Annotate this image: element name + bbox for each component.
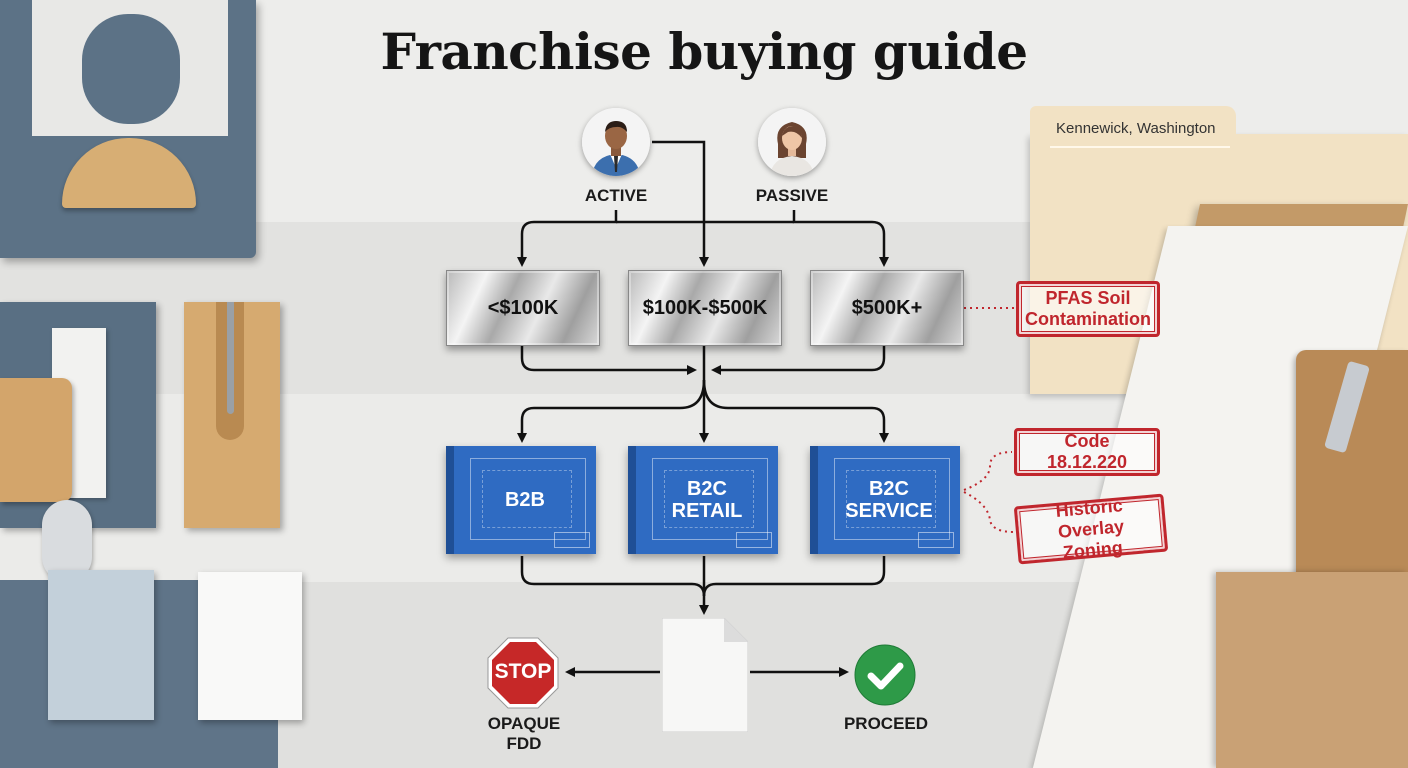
model-b2c-service: B2C SERVICE — [810, 446, 960, 554]
decorative-kraft-envelope — [1216, 572, 1408, 768]
model-b2c-service-label: B2C SERVICE — [845, 478, 933, 522]
model-b2b-label: B2B — [504, 489, 545, 511]
stamp-code: Code 18.12.220 — [1014, 428, 1160, 476]
tier-500k-plus: $500K+ — [810, 270, 964, 346]
decorative-paper-sheet — [198, 572, 302, 720]
man-avatar-icon — [582, 108, 650, 176]
page-title: Franchise buying guide — [380, 22, 1028, 81]
checkmark-icon — [854, 644, 916, 706]
opaque-fdd-label: OPAQUE FDD — [487, 714, 561, 753]
active-investor-avatar — [582, 108, 650, 176]
folder-tab-line — [1050, 146, 1230, 148]
stamp-historic-overlay: Historic Overlay Zoning — [1013, 493, 1169, 565]
woman-avatar-icon — [758, 108, 826, 176]
decorative-head-shape — [82, 14, 180, 124]
stamp-pfas-contamination: PFAS Soil Contamination — [1016, 281, 1160, 337]
folder-tab-label: Kennewick, Washington — [1056, 120, 1216, 137]
decorative-metal-pin — [227, 302, 234, 414]
model-b2c-retail-label: B2C RETAIL — [671, 478, 743, 522]
proceed-label: PROCEED — [843, 714, 929, 733]
passive-label: PASSIVE — [755, 186, 829, 205]
passive-investor-avatar — [758, 108, 826, 176]
tier-100k-500k: $100K-$500K — [628, 270, 782, 346]
active-label: ACTIVE — [584, 186, 648, 205]
decorative-knob — [42, 500, 92, 582]
folder-tab — [1030, 106, 1236, 152]
decorative-wood-block — [0, 378, 72, 502]
decorative-blue-card — [48, 570, 154, 720]
stop-sign-icon: STOP — [486, 636, 560, 710]
tier-under-100k: <$100K — [446, 270, 600, 346]
model-b2b: B2B — [446, 446, 596, 554]
model-b2c-retail: B2C RETAIL — [628, 446, 778, 554]
document-icon — [661, 617, 749, 737]
stop-sign-text: STOP — [494, 660, 552, 683]
